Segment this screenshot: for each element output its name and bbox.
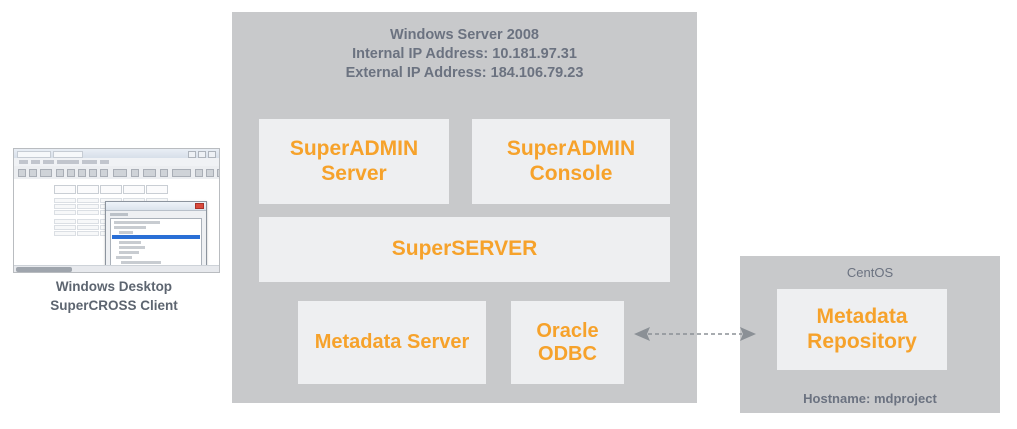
thumb-tool-chart-icon [131, 168, 139, 177]
thumb-grid-header-cell [123, 185, 145, 194]
thumb-menu-calculations [57, 160, 79, 164]
thumb-tool-summary-icon [206, 168, 214, 177]
thumb-tree-item [119, 231, 133, 234]
thumb-grid-cell [77, 219, 99, 224]
thumb-tool-copy-icon [78, 168, 86, 177]
thumb-grid-cell [77, 231, 99, 236]
thumb-menu-file [19, 160, 28, 164]
windows-server-panel-title: Windows Server 2008 Internal IP Address:… [345, 27, 584, 82]
thumb-grid-cell [54, 231, 76, 236]
odbc-to-repository-connector [634, 327, 756, 341]
thumb-close-icon [208, 151, 216, 158]
thumb-tree-item [119, 251, 139, 254]
thumb-dialog-close-icon[interactable] [195, 203, 204, 209]
thumb-tab-document [53, 150, 83, 158]
centos-panel-title: CentOS [846, 265, 894, 280]
centos-panel: CentOS Metadata Repository Hostname: mdp… [740, 256, 1000, 413]
thumb-minimize-icon [188, 151, 196, 158]
thumb-menu-window [82, 160, 97, 164]
thumb-grid-cell [77, 198, 99, 203]
thumb-grid-header-cell [100, 185, 122, 194]
thumb-tool-paste-icon [89, 168, 97, 177]
thumb-tool-grid-icon [195, 168, 203, 177]
thumb-grid-rowlabel [28, 198, 53, 203]
component-box-metadata-server[interactable]: Metadata Server [298, 301, 486, 384]
thumb-window-buttons [188, 151, 216, 158]
thumb-menu-edit [31, 160, 40, 164]
thumb-menu-help [100, 160, 109, 164]
thumb-grid-rowlabel [28, 210, 53, 215]
component-box-superserver[interactable]: SuperSERVER [259, 217, 670, 282]
thumb-toolbar [14, 166, 219, 180]
thumb-tool-zoom-icon [172, 168, 191, 177]
supercross-client-thumbnail[interactable] [13, 148, 220, 273]
thumb-tree-item [119, 246, 145, 249]
thumb-grid-cell [77, 225, 99, 230]
thumb-grid-rowlabel [28, 219, 53, 224]
connector-arrowhead-right [740, 327, 756, 341]
thumb-grid-rowlabel [28, 204, 53, 209]
thumb-status-bar [14, 265, 219, 272]
thumb-tree-item-selected[interactable] [112, 235, 200, 239]
thumb-tree-item [114, 226, 146, 229]
thumb-tool-filter-icon [143, 168, 156, 177]
component-box-metadata-repository[interactable]: Metadata Repository [777, 289, 947, 370]
thumb-dialog-tree-list[interactable] [110, 218, 202, 272]
thumb-grid-rowlabel [28, 231, 53, 236]
connector-arrowhead-left [634, 327, 650, 341]
component-box-superadmin-server[interactable]: SuperADMIN Server [259, 119, 449, 204]
thumb-grid-header-cell [77, 185, 99, 194]
thumb-tool-new-icon [18, 168, 26, 177]
thumb-field-selection-dialog[interactable] [105, 201, 207, 272]
thumb-grid-cell [54, 225, 76, 230]
thumb-dialog-title-bar [106, 202, 206, 211]
thumb-tree-item [119, 241, 141, 244]
thumb-horizontal-scrollbar[interactable] [16, 266, 72, 272]
component-box-oracle-odbc[interactable]: Oracle ODBC [511, 301, 624, 384]
thumb-menu-field [43, 160, 54, 164]
client-caption: Windows Desktop SuperCROSS Client [50, 279, 178, 313]
thumb-grid-cell [54, 198, 76, 203]
thumb-tool-undo-icon [100, 168, 108, 177]
thumb-grid-rowlabel [28, 225, 53, 230]
thumb-tool-cut-icon [67, 168, 75, 177]
thumb-tree-item [121, 261, 161, 264]
centos-hostname-label: Hostname: mdproject [803, 391, 937, 406]
component-box-superadmin-console[interactable]: SuperADMIN Console [472, 119, 670, 204]
thumb-tree-item [116, 256, 132, 259]
thumb-grid-row [28, 198, 168, 203]
thumb-tool-run-icon [217, 168, 219, 177]
thumb-document-canvas [14, 179, 219, 272]
thumb-tool-print-icon [56, 168, 64, 177]
thumb-tool-open-icon [29, 168, 37, 177]
thumb-tool-table-icon [113, 168, 127, 177]
thumb-tab-app [17, 150, 51, 158]
thumb-grid-header-row [54, 185, 168, 194]
thumb-tool-sort-icon [160, 168, 168, 177]
thumb-grid-cell [54, 204, 76, 209]
thumb-tool-save-icon [40, 168, 52, 177]
thumb-dialog-field-label [110, 213, 128, 216]
windows-server-panel: Windows Server 2008 Internal IP Address:… [232, 12, 697, 403]
thumb-grid-cell [54, 219, 76, 224]
thumb-grid-header-cell [54, 185, 76, 194]
thumb-grid-cell [77, 210, 99, 215]
supercross-client-figure [13, 148, 220, 273]
thumb-maximize-icon [198, 151, 206, 158]
thumb-grid-header-cell [146, 185, 168, 194]
thumb-grid-cell [54, 210, 76, 215]
thumb-tree-item [114, 221, 160, 224]
thumb-grid-cell [77, 204, 99, 209]
